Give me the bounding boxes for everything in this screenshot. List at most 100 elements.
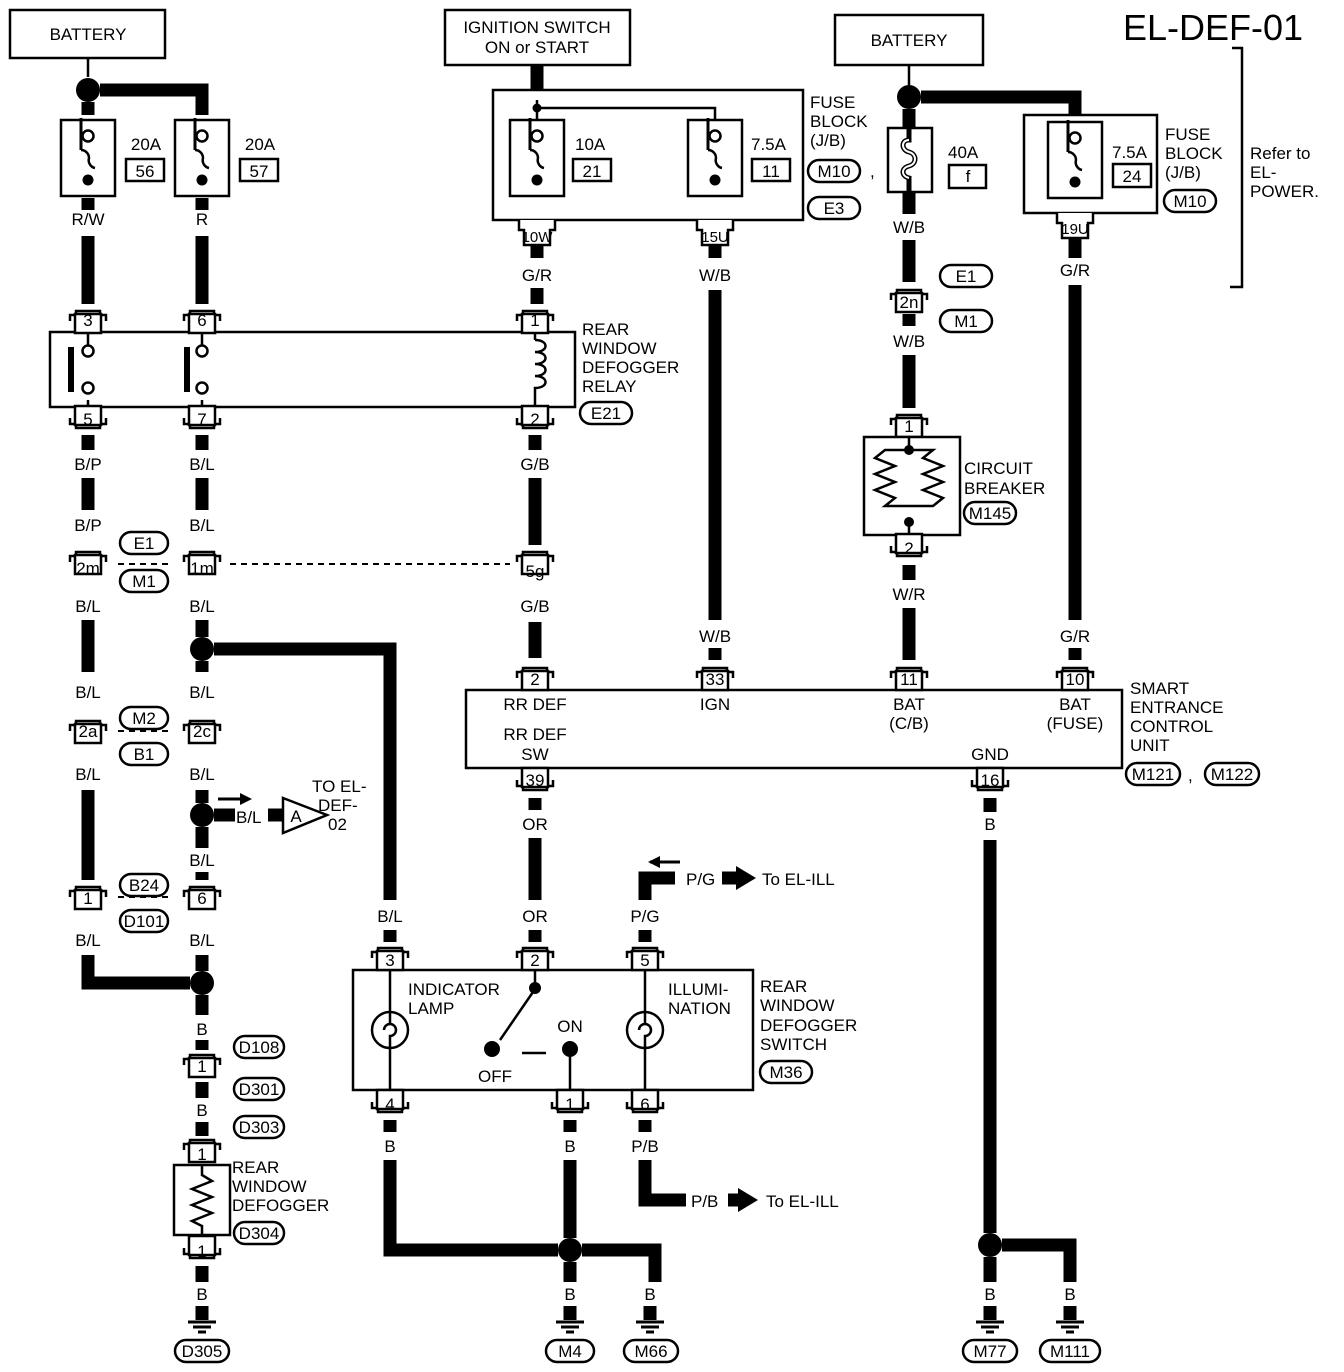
svg-text:BATTERY: BATTERY — [871, 31, 948, 50]
svg-text:R/W: R/W — [71, 210, 104, 229]
svg-text:B1: B1 — [134, 745, 155, 764]
svg-text:1: 1 — [197, 1242, 206, 1261]
svg-text:B: B — [564, 1285, 575, 1304]
svg-text:2: 2 — [530, 951, 539, 970]
svg-text:M36: M36 — [769, 1063, 802, 1082]
svg-text:B/L: B/L — [189, 683, 215, 702]
svg-text:E3: E3 — [824, 199, 845, 218]
svg-text:G/R: G/R — [1060, 261, 1090, 280]
fuse-block-right: 7.5A 24 19U — [1022, 113, 1159, 240]
svg-text:7.5A: 7.5A — [1112, 143, 1148, 162]
svg-text:B: B — [644, 1285, 655, 1304]
svg-text:LAMP: LAMP — [408, 999, 454, 1018]
splice-bat-left — [76, 78, 100, 102]
svg-text:10W: 10W — [522, 229, 554, 246]
svg-text:E21: E21 — [591, 404, 621, 423]
svg-text:11: 11 — [900, 670, 918, 689]
svg-text:3: 3 — [385, 951, 394, 970]
svg-text:R: R — [196, 210, 208, 229]
svg-text:OR: OR — [522, 907, 548, 926]
svg-text:7: 7 — [197, 410, 206, 429]
svg-text:D305: D305 — [182, 1342, 223, 1361]
svg-text:TO EL-DEF-02: TO EL-DEF-02 — [312, 777, 366, 834]
fusible-link-40a: 40A f — [886, 126, 988, 194]
svg-text:BAT: BAT — [893, 695, 925, 714]
svg-text:B/L: B/L — [189, 931, 215, 950]
svg-text:40A: 40A — [948, 143, 979, 162]
svg-text:P/G: P/G — [686, 870, 715, 889]
svg-text:B: B — [564, 1137, 575, 1156]
svg-text:20A: 20A — [245, 135, 276, 154]
svg-text:1: 1 — [904, 417, 913, 436]
svg-text:B24: B24 — [129, 876, 159, 895]
svg-text:20A: 20A — [131, 135, 162, 154]
svg-text:INDICATOR: INDICATOR — [408, 980, 500, 999]
svg-text:B: B — [984, 1285, 995, 1304]
svg-text:D303: D303 — [239, 1118, 280, 1137]
svg-text:11: 11 — [762, 162, 780, 181]
svg-text:P/B: P/B — [691, 1192, 718, 1211]
svg-text:B/L: B/L — [75, 765, 101, 784]
defogger-label: REAR WINDOW DEFOGGER — [232, 1158, 329, 1215]
svg-text:M66: M66 — [634, 1342, 667, 1361]
svg-text:2: 2 — [530, 670, 539, 689]
svg-text:D101: D101 — [124, 912, 165, 931]
svg-text:M77: M77 — [973, 1342, 1006, 1361]
svg-text:M2: M2 — [132, 709, 156, 728]
svg-text:21: 21 — [583, 162, 602, 181]
svg-text:(FUSE): (FUSE) — [1047, 714, 1104, 733]
svg-text:24: 24 — [1123, 167, 1142, 186]
svg-text:GND: GND — [971, 745, 1009, 764]
fuse-block-mid: 10A 21 7.5A 11 10W 15U — [491, 88, 805, 247]
svg-text:B/L: B/L — [189, 516, 215, 535]
svg-text:A: A — [290, 807, 302, 826]
secu-label: SMART ENTRANCE CONTROL UNIT — [1130, 679, 1228, 755]
svg-text:M111: M111 — [1050, 1342, 1090, 1361]
svg-text:B/P: B/P — [74, 455, 101, 474]
svg-text:2: 2 — [530, 410, 539, 429]
svg-text:1: 1 — [565, 1095, 574, 1114]
svg-text:E1: E1 — [134, 534, 155, 553]
svg-text:SW: SW — [521, 745, 548, 764]
ignition-switch: IGNITION SWITCH ON or START — [443, 8, 632, 67]
wire-b-m111: B — [1064, 1285, 1075, 1304]
svg-text:OFF: OFF — [478, 1067, 512, 1086]
svg-text:10: 10 — [1066, 670, 1085, 689]
svg-text:B/L: B/L — [377, 907, 403, 926]
svg-text:RR DEF: RR DEF — [503, 725, 566, 744]
refer-note: Refer to EL- POWER. — [1250, 144, 1319, 201]
svg-text:IGNITION SWITCH: IGNITION SWITCH — [463, 18, 610, 37]
svg-text:M10: M10 — [817, 162, 850, 181]
battery-left: BATTERY — [8, 8, 167, 60]
breaker-label: CIRCUIT BREAKER — [964, 459, 1045, 498]
svg-text:To EL-ILL: To EL-ILL — [766, 1192, 839, 1211]
to-el-def-02-arrow: A TO EL-DEF-02 — [281, 777, 366, 835]
switch-label: REAR WINDOW DEFOGGER SWITCH — [760, 977, 862, 1054]
svg-text:1: 1 — [530, 311, 539, 330]
svg-text:39: 39 — [526, 771, 545, 790]
svg-text:BAT: BAT — [1059, 695, 1091, 714]
svg-text:5: 5 — [640, 951, 649, 970]
svg-text:2: 2 — [904, 539, 913, 558]
svg-text:2a: 2a — [79, 722, 98, 741]
svg-text:B/L: B/L — [75, 931, 101, 950]
svg-text:RR DEF: RR DEF — [503, 695, 566, 714]
svg-text:B: B — [196, 1285, 207, 1304]
fuse-block-right-label: FUSE BLOCK (J/B) — [1165, 125, 1227, 182]
svg-text:To EL-ILL: To EL-ILL — [762, 870, 835, 889]
svg-text:BATTERY: BATTERY — [50, 25, 127, 44]
svg-text:G/B: G/B — [520, 597, 549, 616]
svg-text:OR: OR — [522, 815, 548, 834]
svg-text:2m: 2m — [76, 559, 100, 578]
svg-text:15U: 15U — [701, 229, 729, 246]
svg-text:B/L: B/L — [189, 765, 215, 784]
battery-right: BATTERY — [833, 13, 985, 67]
svg-text:M1: M1 — [132, 572, 156, 591]
svg-text:2n: 2n — [900, 293, 919, 312]
svg-text:W/B: W/B — [699, 266, 731, 285]
svg-text:G/B: G/B — [520, 455, 549, 474]
fuse-block-mid-label: FUSE BLOCK (J/B) — [810, 93, 872, 150]
rear-window-defogger-switch: 3 2 5 4 1 6 INDICATOR LAMP ON OFF ILLUMI… — [351, 946, 755, 1114]
svg-text:56: 56 — [136, 162, 155, 181]
